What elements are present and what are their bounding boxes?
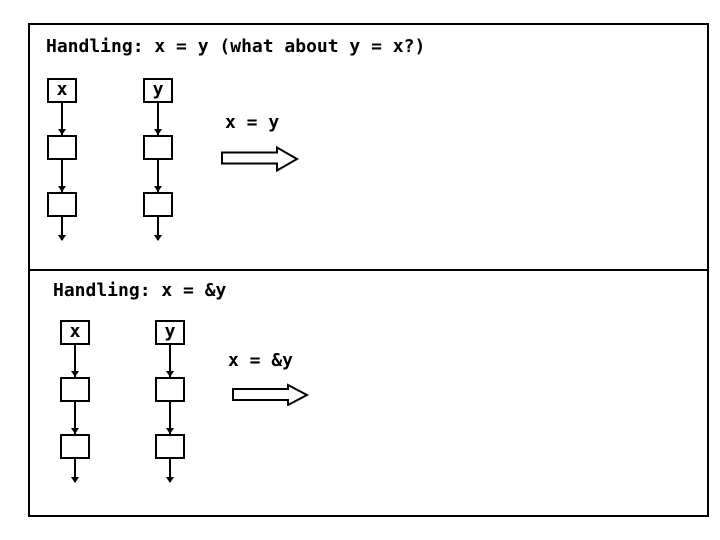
link-line: [157, 160, 159, 192]
list-node-box: [155, 434, 185, 459]
list-node-box: [47, 135, 77, 160]
link-line: [61, 160, 63, 192]
null-link-line: [157, 217, 159, 240]
link-line: [74, 345, 76, 377]
list-node-box: [143, 192, 173, 217]
operation-label: x = y: [225, 112, 280, 133]
link-line: [169, 345, 171, 377]
null-link-line: [61, 217, 63, 240]
link-arrowhead-icon: [71, 371, 79, 377]
pointer-chain-y: y: [155, 320, 185, 490]
null-link-arrowhead-icon: [154, 235, 162, 241]
link-line: [157, 103, 159, 135]
link-line: [61, 103, 63, 135]
pointer-variable-label: x: [69, 320, 81, 342]
pointer-chain-y: y: [143, 78, 173, 248]
link-arrowhead-icon: [58, 129, 66, 135]
link-line: [74, 402, 76, 434]
null-link-arrowhead-icon: [71, 477, 79, 483]
panel-title: Handling: x = &y: [53, 280, 227, 301]
link-arrowhead-icon: [154, 186, 162, 192]
transform-arrow-icon: [221, 146, 300, 172]
transform-arrow-icon: [232, 383, 310, 406]
link-arrowhead-icon: [166, 371, 174, 377]
null-link-line: [74, 459, 76, 482]
link-arrowhead-icon: [58, 186, 66, 192]
pointer-variable-label: y: [164, 320, 176, 342]
null-link-arrowhead-icon: [166, 477, 174, 483]
pointer-chain-x: x: [60, 320, 90, 490]
link-line: [169, 402, 171, 434]
list-node-box: [155, 377, 185, 402]
pointer-variable-box: y: [143, 78, 173, 103]
pointer-chain-x: x: [47, 78, 77, 248]
link-arrowhead-icon: [71, 428, 79, 434]
pointer-variable-box: x: [60, 320, 90, 345]
panel-title: Handling: x = y (what about y = x?): [46, 36, 426, 57]
operation-label: x = &y: [228, 350, 294, 371]
pointer-variable-label: y: [152, 78, 164, 100]
pointer-variable-box: x: [47, 78, 77, 103]
list-node-box: [143, 135, 173, 160]
link-arrowhead-icon: [154, 129, 162, 135]
list-node-box: [47, 192, 77, 217]
panel-divider: [28, 269, 709, 271]
pointer-variable-label: x: [56, 78, 68, 100]
null-link-arrowhead-icon: [58, 235, 66, 241]
list-node-box: [60, 377, 90, 402]
null-link-line: [169, 459, 171, 482]
link-arrowhead-icon: [166, 428, 174, 434]
list-node-box: [60, 434, 90, 459]
pointer-variable-box: y: [155, 320, 185, 345]
